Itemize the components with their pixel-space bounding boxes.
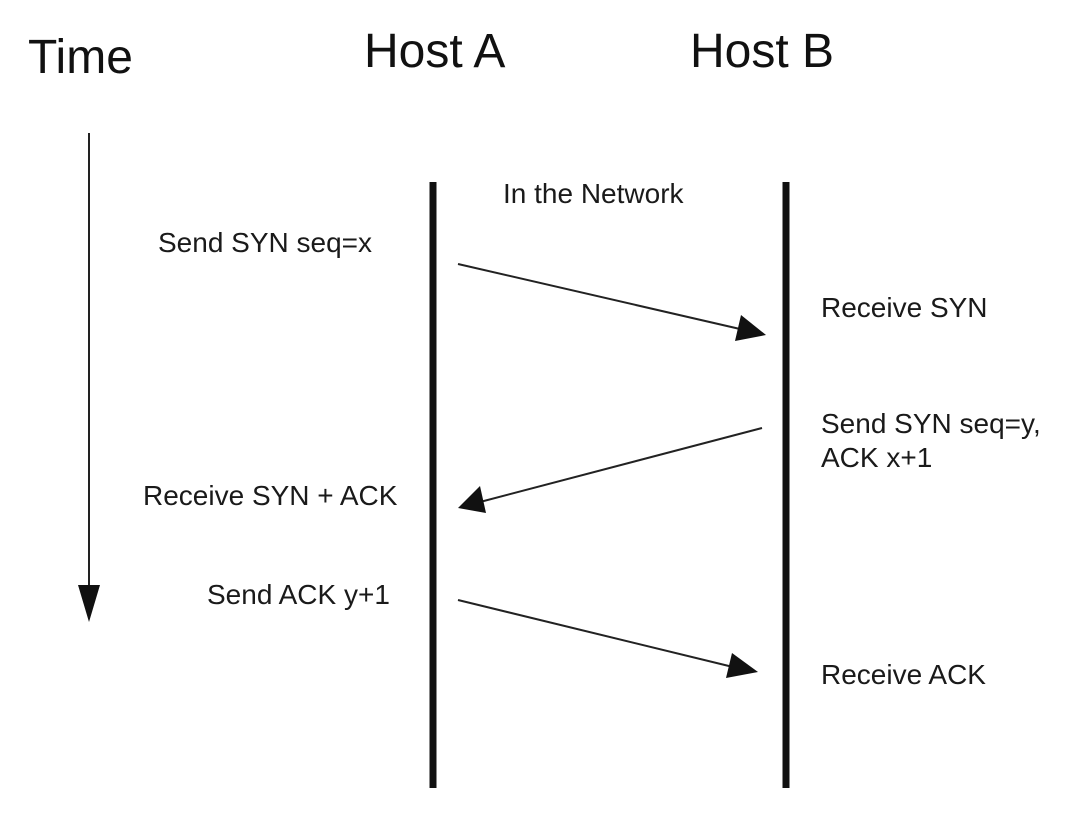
send-ack-label: Send ACK y+1 — [207, 579, 390, 610]
syn-message-arrow — [457, 263, 741, 330]
receive-ack-label: Receive ACK — [821, 659, 986, 690]
host-b-header: Host B — [690, 25, 835, 78]
send-syn-label: Send SYN seq=x — [158, 227, 373, 258]
time-axis-arrowhead — [78, 585, 100, 622]
syn-ack-message-arrow — [479, 427, 763, 503]
host-a-header: Host A — [364, 25, 506, 78]
time-header: Time — [28, 31, 133, 84]
network-label: In the Network — [503, 178, 684, 209]
ack-message-arrow — [457, 599, 734, 668]
receive-syn-ack-label: Receive SYN + ACK — [143, 480, 398, 511]
syn-ack-message-arrowhead — [458, 486, 486, 513]
send-syn-seq-y-label: Send SYN seq=y, — [821, 408, 1041, 439]
syn-message-arrowhead — [735, 315, 766, 341]
ack-message-arrowhead — [726, 653, 758, 678]
ack-x-plus-1-label: ACK x+1 — [821, 442, 933, 473]
receive-syn-label: Receive SYN — [821, 292, 988, 323]
